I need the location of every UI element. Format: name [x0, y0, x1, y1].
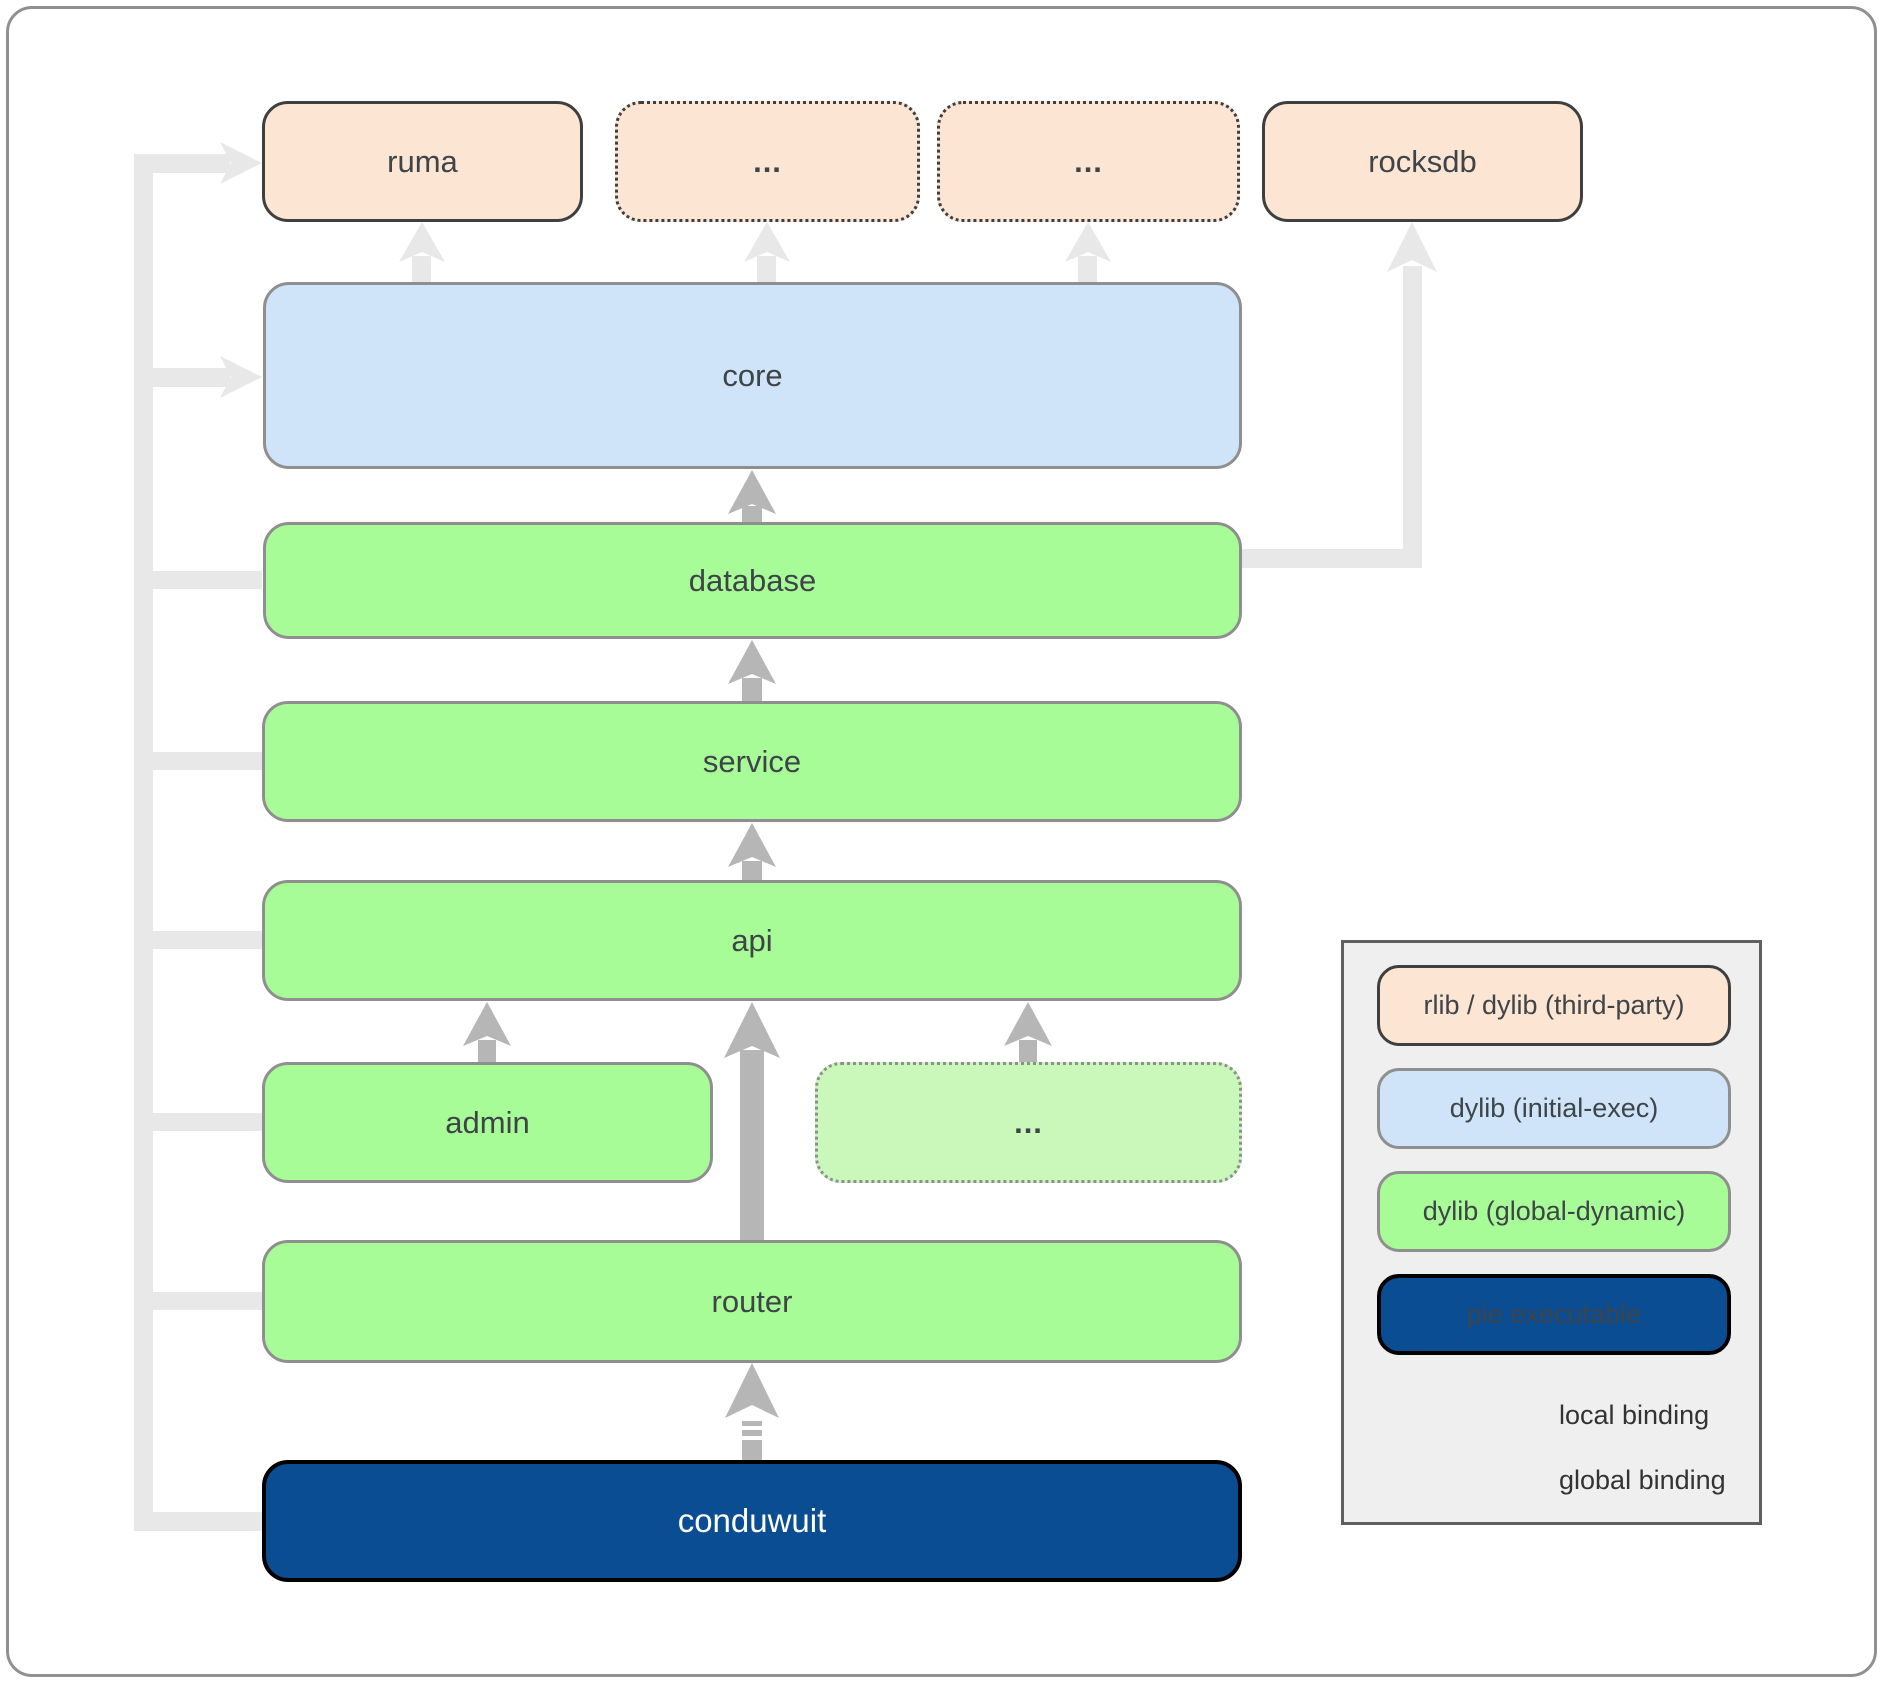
legend-item-initial-exec: dylib (initial-exec)	[1377, 1068, 1731, 1149]
edge-conduwuit-router-branch	[144, 1292, 262, 1310]
node-ellipsis-mid-label: ...	[1014, 1104, 1043, 1140]
legend-item-pie-executable: pie executable	[1377, 1274, 1731, 1355]
legend-local-binding-label: local binding	[1559, 1399, 1710, 1430]
node-router-label: router	[711, 1283, 793, 1319]
edge-core-ellipsis-2	[1065, 222, 1111, 282]
node-ellipsis-top-2: ...	[937, 101, 1240, 222]
node-core: core	[263, 282, 1242, 469]
edge-api-service	[728, 823, 776, 881]
node-ellipsis-top-2-label: ...	[1074, 143, 1103, 179]
edge-conduwuit-ruma-arrow	[134, 142, 262, 184]
edge-core-ellipsis-1	[744, 222, 790, 282]
node-ruma: ruma	[262, 101, 583, 222]
node-ellipsis-top-1-label: ...	[753, 143, 782, 179]
legend: rlib / dylib (third-party) dylib (initia…	[1341, 940, 1762, 1525]
edge-conduwuit-service-branch	[144, 752, 262, 770]
node-ruma-label: ruma	[387, 143, 458, 179]
node-ellipsis-top-1: ...	[615, 101, 920, 222]
node-api: api	[262, 880, 1242, 1001]
edge-admin-api	[463, 1002, 511, 1063]
node-database: database	[263, 522, 1242, 639]
edge-conduwuit-bus	[134, 154, 262, 1531]
node-rocksdb-label: rocksdb	[1368, 143, 1477, 179]
edge-database-rocksdb	[1242, 222, 1437, 568]
legend-item-initial-exec-label: dylib (initial-exec)	[1449, 1093, 1659, 1123]
node-rocksdb: rocksdb	[1262, 101, 1583, 222]
legend-item-third-party: rlib / dylib (third-party)	[1377, 965, 1731, 1046]
node-admin: admin	[262, 1062, 713, 1183]
edge-conduwuit-router-local	[725, 1363, 779, 1461]
node-conduwuit-label: conduwuit	[677, 1502, 827, 1539]
node-ellipsis-mid: ...	[815, 1062, 1242, 1183]
legend-item-pie-executable-label: pie executable	[1466, 1299, 1642, 1329]
edge-conduwuit-admin-branch	[144, 1113, 262, 1131]
node-router: router	[262, 1240, 1242, 1363]
edge-database-core	[728, 470, 776, 523]
edge-service-database	[728, 640, 776, 702]
legend-global-binding-label: global binding	[1559, 1464, 1726, 1495]
page-border-frame	[6, 6, 1877, 1677]
node-service-label: service	[702, 743, 802, 779]
edge-conduwuit-api-branch	[144, 931, 262, 949]
edge-core-ruma	[399, 222, 445, 282]
legend-item-third-party-label: rlib / dylib (third-party)	[1423, 990, 1685, 1020]
edge-conduwuit-core-arrow	[134, 356, 262, 398]
node-admin-label: admin	[445, 1104, 530, 1140]
node-service: service	[262, 701, 1242, 822]
node-conduwuit: conduwuit	[262, 1460, 1242, 1582]
legend-item-global-dynamic: dylib (global-dynamic)	[1377, 1171, 1731, 1252]
edge-router-api	[724, 1002, 780, 1241]
legend-item-global-dynamic-label: dylib (global-dynamic)	[1422, 1196, 1686, 1226]
node-database-label: database	[688, 562, 817, 598]
edge-ellipsis-mid-api	[1004, 1002, 1052, 1063]
edge-conduwuit-database-branch	[144, 571, 262, 589]
node-api-label: api	[731, 922, 773, 958]
node-core-label: core	[722, 357, 783, 393]
